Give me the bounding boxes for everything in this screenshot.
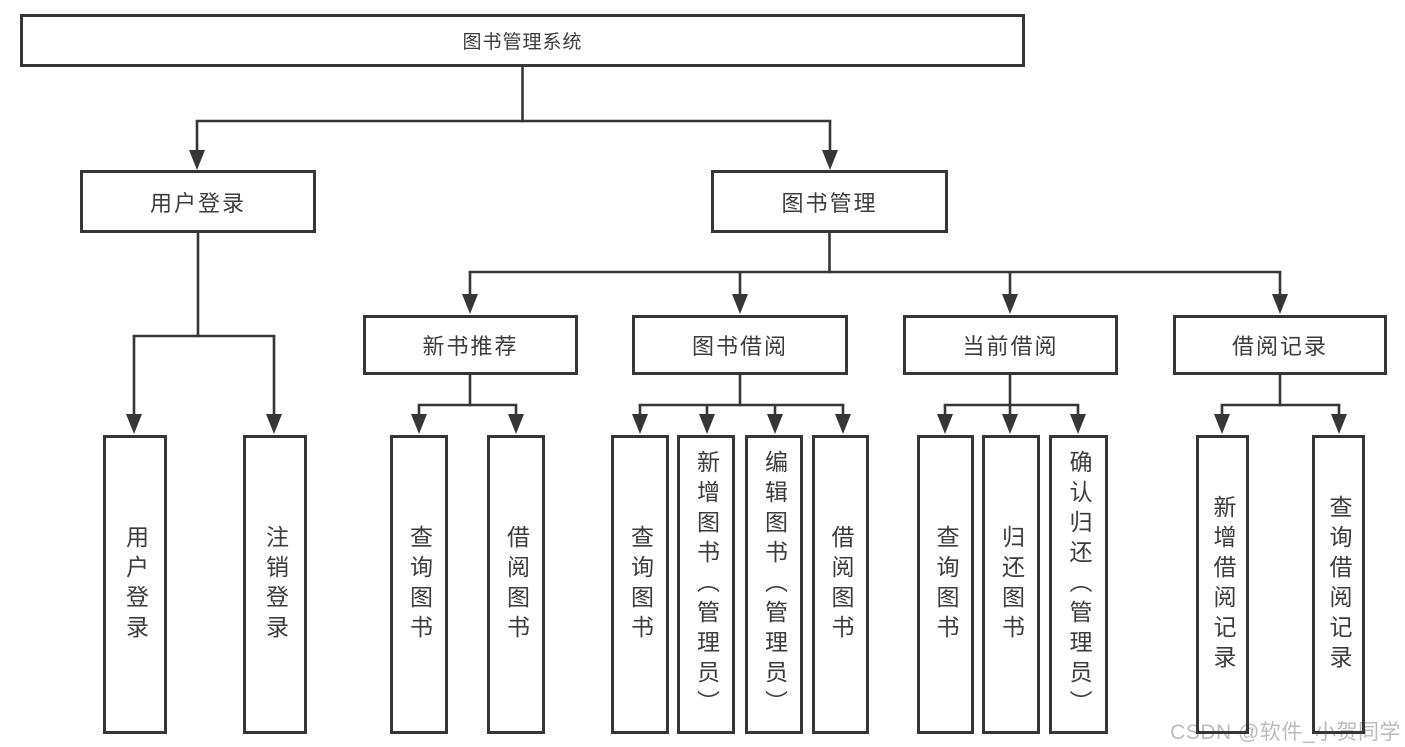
node-label: 新书推荐 — [422, 334, 519, 359]
node-label: 借阅图书 — [828, 524, 854, 645]
node-label: 新增图书（管理员） — [693, 449, 720, 720]
node-query-books-borrow: 查询图书 — [611, 435, 669, 734]
node-label: 归还图书 — [998, 524, 1025, 645]
node-query-borrow-record: 查询借阅记录 — [1312, 435, 1365, 734]
node-query-books-recommend: 查询图书 — [390, 435, 448, 734]
node-confirm-return-admin: 确认归还（管理员） — [1049, 435, 1108, 734]
node-label: 图书管理系统 — [462, 32, 583, 53]
node-borrow-books-recommend: 借阅图书 — [487, 435, 545, 734]
node-label: 查询图书 — [406, 524, 433, 645]
node-label: 用户登录 — [149, 190, 246, 216]
node-new-book-recommend: 新书推荐 — [363, 315, 578, 375]
node-add-books-admin: 新增图书（管理员） — [677, 435, 735, 734]
node-label: 借阅记录 — [1231, 334, 1328, 359]
node-label: 注销登录 — [262, 524, 289, 645]
node-label: 新增借阅记录 — [1210, 494, 1236, 675]
node-edit-books-admin: 编辑图书（管理员） — [745, 435, 803, 734]
node-label: 当前借阅 — [962, 334, 1059, 359]
node-return-books: 归还图书 — [982, 435, 1040, 734]
node-label: 查询借阅记录 — [1326, 494, 1352, 675]
node-label: 图书管理 — [781, 190, 878, 216]
node-user-login: 用户登录 — [103, 435, 167, 734]
node-borrowing-records: 借阅记录 — [1173, 315, 1387, 375]
node-book-management: 图书管理 — [711, 170, 948, 233]
node-label: 借阅图书 — [503, 524, 530, 645]
node-book-borrowing: 图书借阅 — [632, 315, 848, 375]
node-borrow-books: 借阅图书 — [812, 435, 869, 734]
node-label: 查询图书 — [933, 524, 959, 645]
node-label: 确认归还（管理员） — [1066, 449, 1092, 720]
node-label: 图书借阅 — [691, 334, 788, 359]
node-current-borrowing: 当前借阅 — [903, 315, 1118, 375]
node-add-borrow-record: 新增借阅记录 — [1196, 435, 1249, 734]
node-label: 查询图书 — [627, 524, 654, 645]
node-user-login-branch: 用户登录 — [80, 170, 316, 233]
node-label: 用户登录 — [122, 524, 149, 645]
node-label: 编辑图书（管理员） — [761, 449, 788, 720]
node-logout: 注销登录 — [243, 435, 307, 734]
watermark: CSDN @软件_小贺同学 — [1170, 721, 1401, 744]
node-library-system: 图书管理系统 — [20, 14, 1025, 67]
node-query-books-current: 查询图书 — [917, 435, 974, 734]
